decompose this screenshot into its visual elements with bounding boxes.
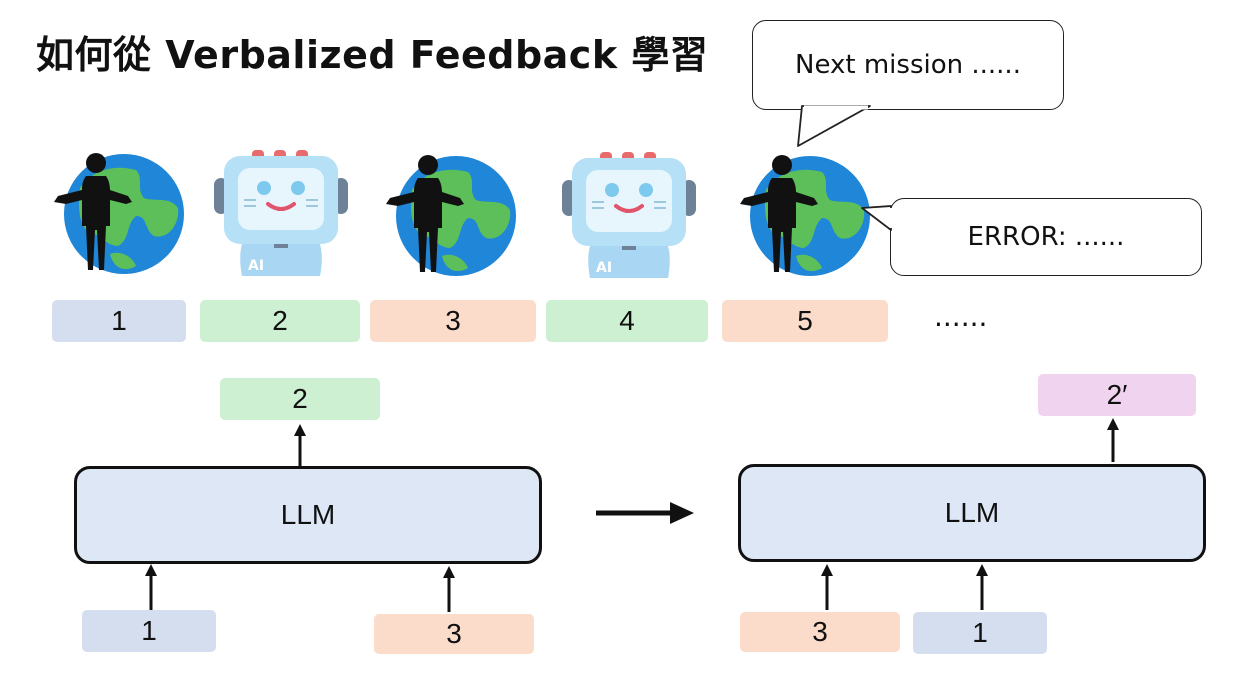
arrow-up-icon bbox=[976, 564, 988, 610]
sequence-box-5: 5 bbox=[722, 300, 888, 342]
person-globe-icon bbox=[740, 155, 870, 276]
robot-ai-icon bbox=[562, 152, 696, 278]
left-output-box: 2 bbox=[220, 378, 380, 420]
speech-bubble-next-mission: Next mission ...... bbox=[752, 20, 1064, 110]
person-globe-icon bbox=[386, 155, 516, 276]
speech-bubble-tail bbox=[861, 205, 894, 231]
robot-ai-icon bbox=[214, 150, 348, 276]
sequence-box-4: 4 bbox=[546, 300, 708, 342]
arrow-up-icon bbox=[443, 566, 455, 612]
right-input-box-1: 1 bbox=[913, 612, 1047, 654]
speech-bubble-error: ERROR: ...... bbox=[890, 198, 1202, 276]
arrow-up-icon bbox=[1107, 418, 1119, 462]
left-input-box-1: 1 bbox=[82, 610, 216, 652]
right-output-box: 2′ bbox=[1038, 374, 1196, 416]
arrow-up-icon bbox=[294, 424, 306, 466]
sequence-box-1: 1 bbox=[52, 300, 186, 342]
robot-ai-badge: AI bbox=[248, 258, 265, 274]
robot-ai-badge: AI bbox=[596, 260, 613, 276]
arrow-up-icon bbox=[821, 564, 833, 610]
right-input-box-3: 3 bbox=[740, 612, 900, 652]
sequence-ellipsis: ...... bbox=[934, 300, 988, 333]
person-globe-icon bbox=[54, 153, 184, 274]
speech-bubble-tail bbox=[797, 105, 871, 147]
arrow-up-icon bbox=[145, 564, 157, 610]
left-input-box-3: 3 bbox=[374, 614, 534, 654]
page-title: 如何從 Verbalized Feedback 學習 bbox=[36, 33, 709, 77]
sequence-box-2: 2 bbox=[200, 300, 360, 342]
sequence-box-3: 3 bbox=[370, 300, 536, 342]
llm-block-right: LLM bbox=[738, 464, 1206, 562]
arrow-right-icon bbox=[596, 502, 694, 524]
llm-block-left: LLM bbox=[74, 466, 542, 564]
